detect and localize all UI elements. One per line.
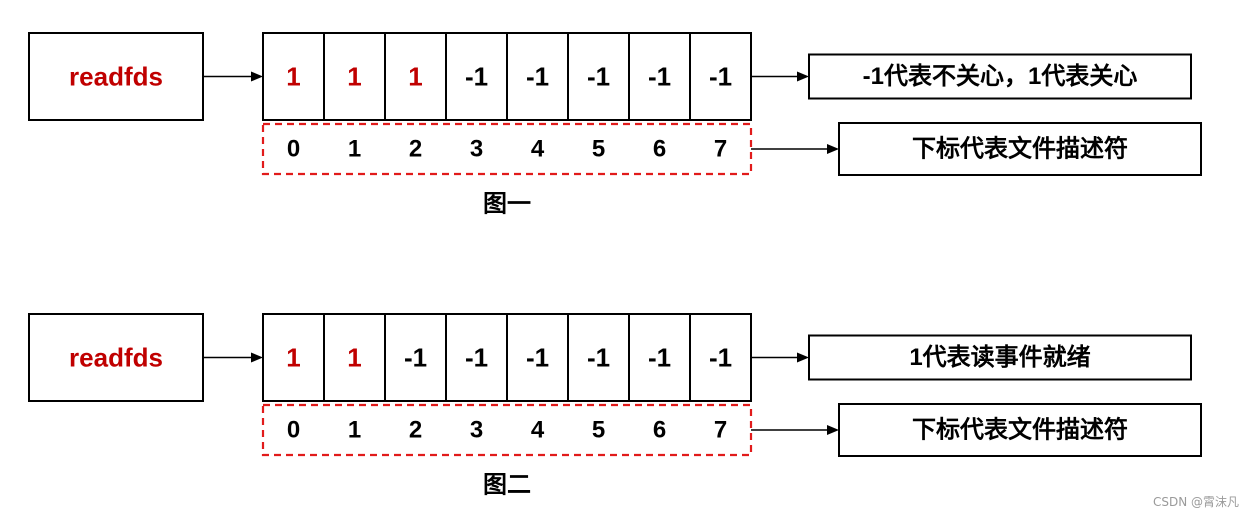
arrow-to-bitmap bbox=[203, 71, 263, 82]
watermark: CSDN @霄沫凡 bbox=[1152, 495, 1239, 509]
index-note-box bbox=[838, 403, 1202, 457]
bit-value-6: -1 bbox=[648, 62, 671, 92]
source-box bbox=[28, 313, 204, 402]
bit-value-4: -1 bbox=[526, 62, 549, 92]
index-7: 7 bbox=[714, 136, 727, 163]
bit-cell-1 bbox=[323, 32, 386, 121]
source-label: readfds bbox=[69, 62, 163, 92]
arrow-head bbox=[797, 352, 809, 363]
index-7: 7 bbox=[714, 417, 727, 444]
index-note-box bbox=[838, 122, 1202, 176]
bit-value-0: 1 bbox=[286, 343, 300, 373]
bit-cell-7 bbox=[689, 32, 752, 121]
index-row-box bbox=[261, 403, 753, 457]
index-note-text: 下标代表文件描述符 bbox=[912, 416, 1128, 444]
arrow-head bbox=[251, 352, 263, 363]
bit-value-4: -1 bbox=[526, 343, 549, 373]
index-1: 1 bbox=[348, 136, 361, 163]
bit-value-5: -1 bbox=[587, 62, 610, 92]
bit-value-0: 1 bbox=[286, 62, 300, 92]
arrow-to-value-note bbox=[751, 71, 809, 82]
index-4: 4 bbox=[531, 136, 545, 163]
index-4: 4 bbox=[531, 417, 545, 444]
index-1: 1 bbox=[348, 417, 361, 444]
index-3: 3 bbox=[470, 136, 483, 163]
index-2: 2 bbox=[409, 417, 422, 444]
index-row-box bbox=[261, 122, 753, 176]
index-6: 6 bbox=[653, 417, 666, 444]
bit-value-2: -1 bbox=[404, 343, 427, 373]
arrow-head bbox=[827, 144, 839, 154]
index-note-text: 下标代表文件描述符 bbox=[912, 135, 1128, 163]
arrow-to-value-note bbox=[751, 352, 809, 363]
index-0: 0 bbox=[287, 417, 300, 444]
diagram-caption: 图二 bbox=[483, 472, 531, 499]
arrow-to-bitmap bbox=[203, 352, 263, 363]
bit-cell-0 bbox=[262, 32, 325, 121]
index-5: 5 bbox=[592, 136, 605, 163]
source-box bbox=[28, 32, 204, 121]
arrow-head bbox=[827, 425, 839, 435]
value-note-box bbox=[808, 53, 1192, 100]
bit-value-7: -1 bbox=[709, 343, 732, 373]
bit-value-5: -1 bbox=[587, 343, 610, 373]
bit-value-3: -1 bbox=[465, 343, 488, 373]
bit-cell-1 bbox=[323, 313, 386, 402]
source-label: readfds bbox=[69, 343, 163, 373]
index-0: 0 bbox=[287, 136, 300, 163]
bit-value-3: -1 bbox=[465, 62, 488, 92]
value-note-box bbox=[808, 334, 1192, 381]
index-5: 5 bbox=[592, 417, 605, 444]
bit-value-2: 1 bbox=[408, 62, 422, 92]
bit-cell-5 bbox=[567, 313, 630, 402]
arrow-head bbox=[251, 71, 263, 82]
diagram-caption: 图一 bbox=[483, 191, 531, 218]
bit-cell-0 bbox=[262, 313, 325, 402]
value-note-text: -1代表不关心，1代表关心 bbox=[863, 63, 1138, 90]
arrow-head bbox=[797, 71, 809, 82]
index-6: 6 bbox=[653, 136, 666, 163]
bit-value-7: -1 bbox=[709, 62, 732, 92]
index-2: 2 bbox=[409, 136, 422, 163]
diagram-1: readfds 1 1 1 -1 -1 -1 -1 -1 -1代表不关心，1代表关心 0 1 2 3 4 5 6… bbox=[28, 32, 1202, 218]
index-3: 3 bbox=[470, 417, 483, 444]
bit-value-1: 1 bbox=[347, 62, 361, 92]
diagram-2: readfds 1 1 -1 -1 -1 -1 -1 -1 1代表读事件就绪 0 1 2 3 4 5 6 7 下标代… bbox=[28, 313, 1202, 499]
bit-cell-6 bbox=[628, 313, 691, 402]
arrow-to-index-note bbox=[751, 144, 839, 154]
bit-value-6: -1 bbox=[648, 343, 671, 373]
arrow-to-index-note bbox=[751, 425, 839, 435]
bit-value-1: 1 bbox=[347, 343, 361, 373]
value-note-text: 1代表读事件就绪 bbox=[909, 343, 1090, 371]
